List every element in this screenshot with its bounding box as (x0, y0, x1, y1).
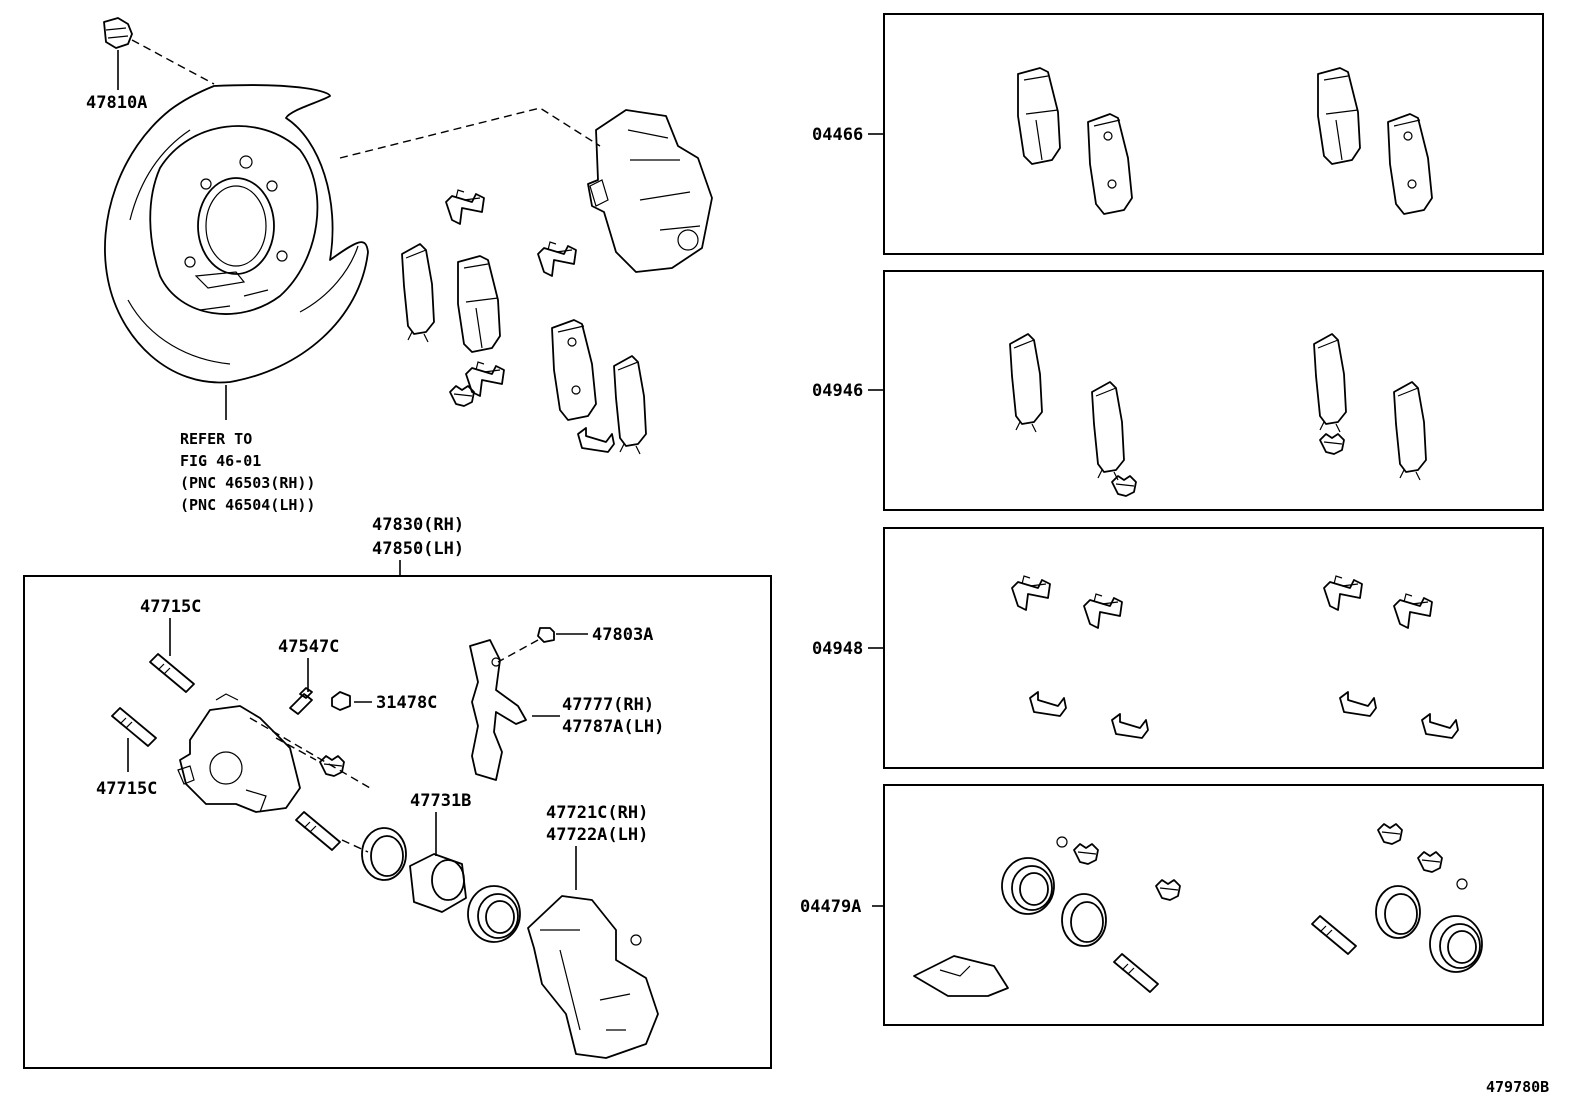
label-47715c-lower: 47715C (96, 779, 157, 799)
kit-04479a-pin-1 (1113, 953, 1159, 993)
kit-04948-spring-4 (1421, 713, 1459, 739)
kit-04479a-boot-3 (1377, 823, 1403, 845)
kit-04479a-pin-2 (1311, 915, 1357, 955)
refer-line-1: REFER TO (180, 430, 252, 448)
dust-boot (467, 885, 521, 943)
label-47777-rh: 47777(RH) (562, 695, 654, 715)
kit-04948-spring-3 (1339, 691, 1377, 717)
kit-04948-clip-3 (1323, 575, 1363, 611)
bleeder-plug (289, 687, 313, 715)
label-47830-rh: 47830(RH) (372, 515, 464, 535)
kit-04479a-seal-2 (1429, 915, 1483, 973)
bolt (537, 627, 555, 643)
bleeder-cap (331, 691, 351, 711)
label-47721c-rh: 47721C(RH) (546, 803, 648, 823)
leader-caliper-assy (339, 107, 601, 159)
kit-04946-shim-3 (1313, 333, 1347, 433)
kit-04946-shim-2 (1091, 381, 1125, 481)
guide-pin (295, 811, 341, 851)
kit-04479a-boot-1 (1073, 843, 1099, 865)
kit-box-04946 (883, 270, 1544, 511)
slide-pin-lower (111, 707, 157, 747)
wheel-speed-sensor (103, 17, 215, 90)
kit-code-04479a: 04479A (800, 897, 861, 917)
label-47787a-lh: 47787A(LH) (562, 717, 664, 737)
kit-04946-clip-2 (1319, 433, 1345, 455)
kit-code-04948: 04948 (812, 639, 863, 659)
caliper-mounting (527, 895, 659, 1059)
caliper-body (177, 693, 371, 813)
label-47803a: 47803A (592, 625, 653, 645)
kit-04479a-cap-1 (1056, 836, 1068, 848)
kit-04948-clip-1 (1011, 575, 1051, 611)
kit-04946-clip-1 (1111, 475, 1137, 497)
label-47715c-upper: 47715C (140, 597, 201, 617)
kit-04946-shim-1 (1009, 333, 1043, 433)
kit-box-04466 (883, 13, 1544, 255)
piston-seal (361, 827, 407, 881)
slide-pin-upper (149, 653, 195, 693)
piston (409, 853, 467, 913)
kit-code-04466: 04466 (812, 125, 863, 145)
backing-plate (104, 84, 369, 420)
refer-line-4: (PNC 46504(LH)) (180, 496, 315, 514)
kit-04948-spring-2 (1111, 713, 1149, 739)
kit-04946-shim-4 (1393, 381, 1427, 481)
kit-04479a-ring-2 (1375, 885, 1421, 939)
bracket (469, 639, 527, 781)
caliper-assy-box (23, 575, 772, 1069)
kit-code-04946: 04946 (812, 381, 863, 401)
kit-04466-pad-4 (1387, 113, 1433, 215)
kit-04479a-grease-packet (913, 955, 1009, 997)
kit-04948-clip-4 (1393, 593, 1433, 629)
kit-04948-clip-2 (1083, 593, 1123, 629)
kit-box-04948 (883, 527, 1544, 769)
kit-04466-pad-3 (1317, 67, 1361, 165)
kit-04948-spring-1 (1029, 691, 1067, 717)
caliper-body-top (587, 109, 713, 273)
kit-box-04479a (883, 784, 1544, 1026)
label-47731b: 47731B (410, 791, 471, 811)
kit-04479a-cap-2 (1456, 878, 1468, 890)
refer-line-3: (PNC 46503(RH)) (180, 474, 315, 492)
label-47547c: 47547C (278, 637, 339, 657)
figure-code: 479780B (1486, 1078, 1549, 1096)
refer-line-2: FIG 46-01 (180, 452, 261, 470)
kit-04479a-boot-2 (1155, 879, 1181, 901)
kit-04466-pad-1 (1017, 67, 1061, 165)
label-31478c: 31478C (376, 693, 437, 713)
kit-04466-pad-2 (1087, 113, 1133, 215)
label-47810a: 47810A (86, 93, 147, 113)
kit-04479a-seal-1 (1001, 857, 1055, 915)
kit-04479a-boot-4 (1417, 851, 1443, 873)
label-47722a-lh: 47722A(LH) (546, 825, 648, 845)
kit-04479a-ring-1 (1061, 893, 1107, 947)
label-47850-lh: 47850(LH) (372, 539, 464, 559)
